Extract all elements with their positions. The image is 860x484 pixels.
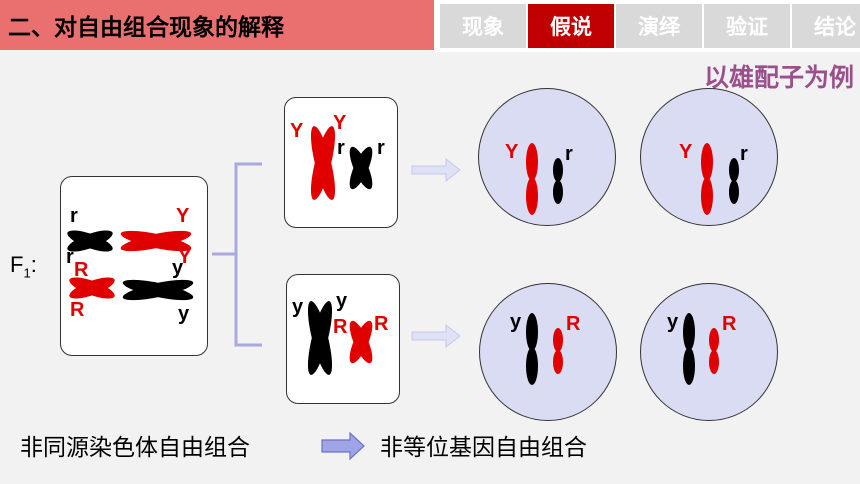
gamete1-label-r: r	[565, 143, 573, 165]
bottom-text-genes: 非等位基因自由组合	[380, 435, 587, 461]
gamete2-chromosome-red	[701, 143, 713, 215]
upper-label-Y-2: Y	[333, 112, 347, 134]
parent-label-r-2: r	[66, 246, 74, 268]
lower-label-y-1: y	[292, 296, 304, 318]
upper-label-r-2: r	[377, 137, 385, 159]
section-nav: 现象 假说 演绎 验证 结论	[440, 4, 860, 48]
lower-chromosome-red	[349, 320, 373, 364]
upper-chromosome-black	[349, 146, 373, 190]
gamete3-label-R: R	[566, 313, 581, 335]
upper-chromosome-red	[310, 126, 336, 200]
parent-chromosome-black-long	[122, 279, 194, 301]
title-bar: 二、对自由组合现象的解释	[0, 0, 440, 50]
parent-chromosome-red-short	[69, 277, 115, 299]
arrow-bottom	[321, 431, 365, 461]
subtitle: 以雄配子为例	[703, 63, 854, 92]
tab-phenomenon[interactable]: 现象	[440, 4, 526, 48]
gamete-cell-4	[640, 283, 778, 421]
gamete2-label-r: r	[740, 143, 748, 165]
parent-chromosome-black-short	[67, 230, 113, 252]
gamete3-chromosome-black	[526, 313, 538, 385]
gamete2-chromosome-black	[729, 158, 739, 204]
bracket	[212, 162, 262, 347]
parent-label-Y-1: Y	[176, 205, 190, 227]
parent-label-R-2: R	[70, 299, 85, 321]
lower-pair-box	[286, 274, 400, 404]
parent-label-y-1: y	[172, 257, 184, 279]
parent-label-Y-2: Y	[178, 246, 192, 268]
tab-verification[interactable]: 验证	[704, 4, 790, 48]
gamete4-label-y: y	[667, 311, 679, 333]
arrow-lower	[411, 323, 461, 349]
parent-label-R-1: R	[74, 259, 89, 281]
tab-conclusion[interactable]: 结论	[792, 4, 860, 48]
gamete1-label-Y: Y	[505, 141, 519, 163]
page-title: 二、对自由组合现象的解释	[8, 15, 284, 41]
tab-hypothesis[interactable]: 假说	[528, 4, 614, 48]
gamete2-label-Y: Y	[679, 141, 693, 163]
parent-label-y-2: y	[178, 303, 190, 325]
gamete4-label-R: R	[722, 313, 737, 335]
bottom-text-chromosomes: 非同源染色体自由组合	[20, 435, 250, 461]
gamete3-chromosome-red	[553, 328, 563, 374]
gamete1-chromosome-black	[553, 158, 563, 204]
gamete-cell-3	[479, 283, 617, 421]
upper-label-Y-1: Y	[290, 120, 304, 142]
gamete-cell-1	[478, 88, 616, 226]
lower-label-R-1: R	[333, 316, 348, 338]
parent-chromosome-red-long	[120, 230, 192, 252]
gamete3-label-y: y	[510, 311, 522, 333]
upper-label-r-1: r	[337, 137, 345, 159]
tab-deduction[interactable]: 演绎	[616, 4, 702, 48]
gamete1-chromosome-red	[526, 143, 538, 215]
parent-label-r-1: r	[70, 205, 78, 227]
arrow-upper	[411, 157, 461, 183]
lower-chromosome-black	[307, 301, 333, 375]
lower-label-R-2: R	[374, 313, 389, 335]
gamete4-chromosome-red	[709, 328, 719, 374]
lower-label-y-2: y	[336, 290, 348, 312]
gamete4-chromosome-black	[683, 313, 695, 385]
parent-cell-box	[60, 176, 208, 356]
f1-label: F1:	[10, 252, 37, 281]
upper-pair-box	[284, 97, 398, 228]
